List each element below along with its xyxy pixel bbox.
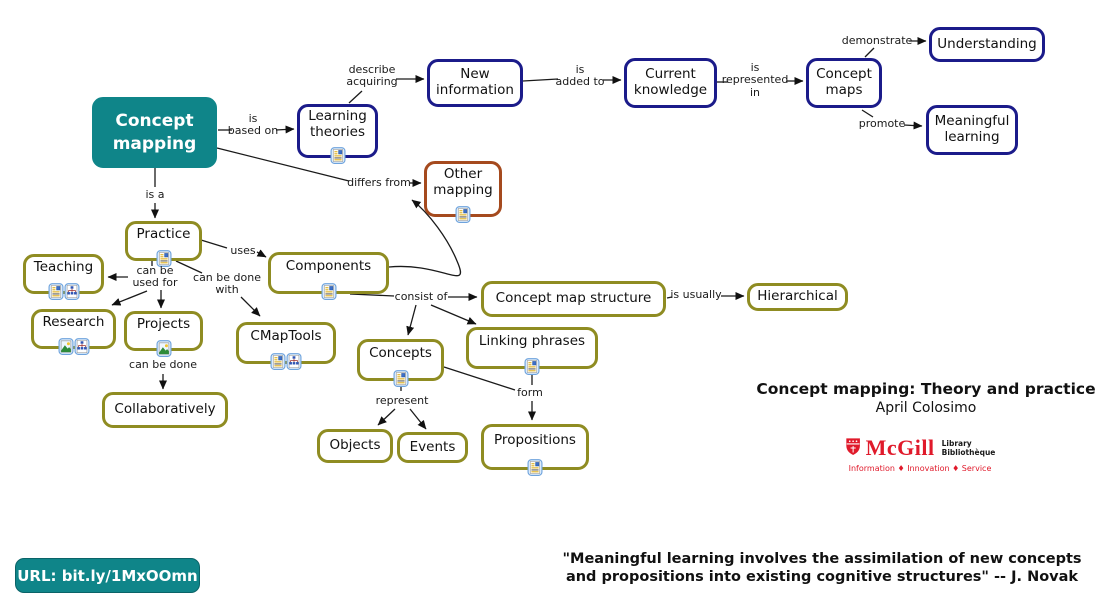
node-concept-mapping: Concept mapping	[92, 97, 217, 168]
poster-author: April Colosimo	[875, 400, 977, 416]
node-label: Collaboratively	[114, 401, 216, 418]
sitemap-icon	[64, 283, 79, 300]
title-block: Concept mapping: Theory and practice Apr…	[756, 380, 1095, 416]
node-label: Understanding	[937, 35, 1037, 52]
edge-label-consist-of: consist of	[394, 290, 448, 303]
node-label: Projects	[136, 315, 191, 332]
node-concept-map-structure: Concept map structure	[481, 281, 666, 317]
mcgill-tagline: Information ♦ Innovation ♦ Service	[848, 464, 992, 473]
edge-label-promote: promote	[858, 117, 906, 130]
node-hierarchical: Hierarchical	[747, 283, 848, 311]
node-label: Components	[285, 257, 372, 274]
node-meaningful-learning: Meaningful learning	[926, 105, 1018, 155]
edge-label-can-be-used-for: can be used for	[132, 264, 178, 290]
node-label: Objects	[329, 437, 381, 454]
edge-label-is-based-on: is based on	[227, 112, 279, 138]
node-practice: Practice	[125, 221, 202, 261]
sitemap-icon	[74, 338, 89, 355]
node-understanding: Understanding	[929, 27, 1045, 62]
node-cmaptools: CMapTools	[236, 322, 336, 364]
novak-quote: "Meaningful learning involves the assimi…	[562, 551, 1082, 586]
node-label: Concepts	[369, 344, 432, 361]
edge-label-is-represented-in: is represented in	[721, 61, 789, 99]
edge-label-is-usually: is usually	[670, 288, 722, 301]
node-teaching: Teaching	[23, 254, 104, 294]
node-label: Teaching	[33, 258, 94, 275]
edge-label-uses: uses	[230, 244, 256, 257]
node-label: New information	[436, 66, 514, 98]
mcgill-unit-label: Library Bibliothèque	[941, 439, 996, 457]
poster-title: Concept mapping: Theory and practice	[756, 380, 1096, 398]
image-icon	[58, 338, 73, 355]
resource-icon	[525, 358, 540, 375]
node-label: Events	[409, 438, 456, 455]
sitemap-icon	[287, 353, 302, 370]
node-label: Concept maps	[816, 66, 872, 98]
resource-icon	[393, 370, 408, 387]
edge-label-demonstrate: demonstrate	[841, 34, 913, 47]
node-label: Research	[42, 313, 105, 330]
node-label: Concept map structure	[495, 290, 652, 307]
edge-label-is-a: is a	[145, 188, 165, 201]
node-label: Current knowledge	[633, 66, 708, 98]
edge-label-form: form	[517, 386, 543, 399]
node-label: Other mapping	[433, 165, 493, 198]
edge-label-represent: represent	[375, 394, 429, 407]
node-label: Hierarchical	[757, 288, 838, 305]
node-label: Propositions	[494, 431, 576, 448]
resource-icon	[321, 283, 336, 300]
mcgill-crest-icon	[845, 437, 862, 460]
node-learning-theories: Learning theories	[297, 104, 378, 158]
node-label: Linking phrases	[478, 332, 586, 349]
edge-label-can-be-done-with: can be done with	[193, 271, 261, 297]
node-research: Research	[31, 309, 116, 349]
node-new-information: New information	[427, 59, 523, 107]
edge-label-can-be-done: can be done	[129, 358, 197, 371]
node-projects: Projects	[124, 311, 203, 351]
node-components: Components	[268, 252, 389, 294]
edge-label-describe-acquiring: describe acquiring	[346, 63, 398, 89]
node-concepts: Concepts	[357, 339, 444, 381]
node-collaboratively: Collaboratively	[102, 392, 228, 428]
node-concept-maps: Concept maps	[806, 58, 882, 108]
node-other-mapping: Other mapping	[424, 161, 502, 217]
node-label: Concept mapping	[112, 111, 197, 154]
node-label: Practice	[136, 225, 191, 242]
node-label: Learning theories	[308, 107, 367, 140]
edge-label-differs-from: differs from	[347, 176, 411, 189]
node-objects: Objects	[317, 429, 393, 463]
resource-icon	[271, 353, 286, 370]
node-label: CMapTools	[250, 327, 322, 344]
resource-icon	[456, 206, 471, 223]
resource-icon	[528, 459, 543, 476]
node-linking-phrases: Linking phrases	[466, 327, 598, 369]
mcgill-logo: McGill Library Bibliothèque Information …	[845, 435, 996, 473]
resource-icon	[48, 283, 63, 300]
node-propositions: Propositions	[481, 424, 589, 470]
node-label: Meaningful learning	[934, 113, 1010, 145]
node-current-knowledge: Current knowledge	[624, 58, 717, 108]
mcgill-wordmark: McGill	[865, 435, 935, 460]
url-badge[interactable]: URL: bit.ly/1MxOOmn	[15, 558, 200, 593]
node-events: Events	[397, 432, 468, 463]
resource-icon	[330, 147, 345, 164]
edge-label-is-added-to: is added to	[555, 63, 605, 89]
image-icon	[156, 340, 171, 357]
